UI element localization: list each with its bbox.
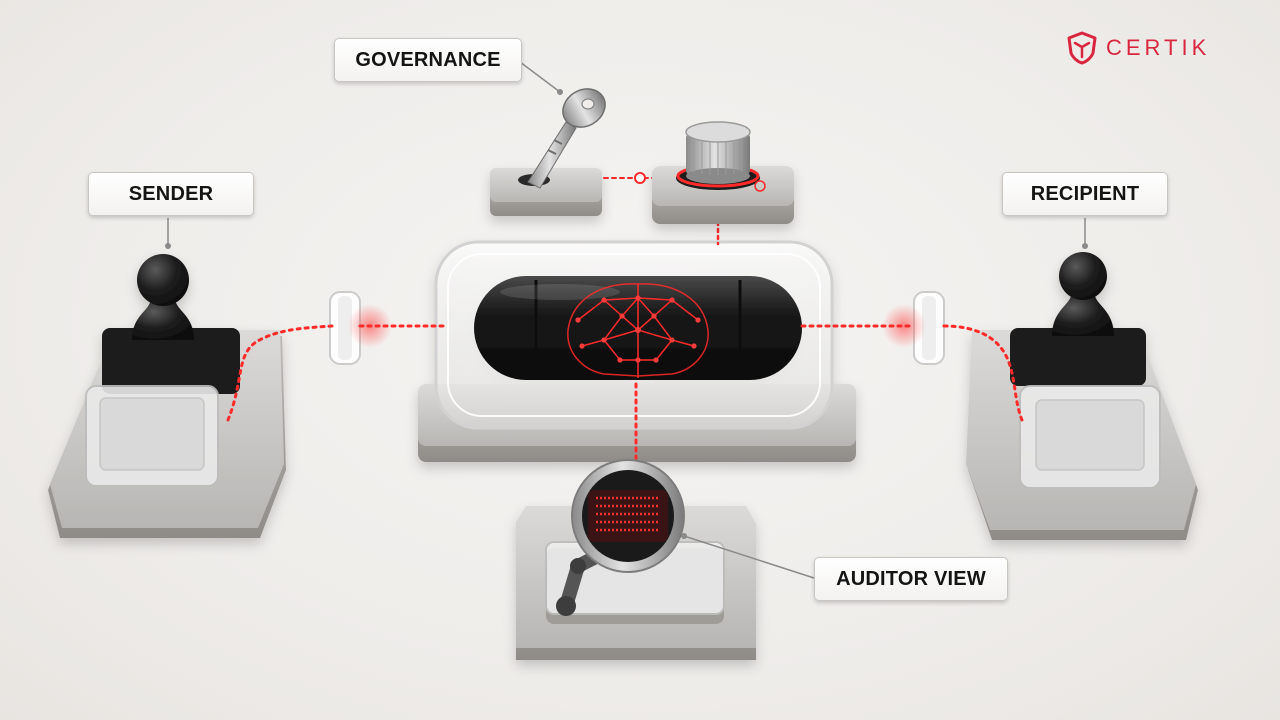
governance-label: GOVERNANCE [334, 38, 522, 82]
shield-icon [1067, 31, 1097, 65]
right-connector [882, 291, 945, 365]
governance-key-station [490, 168, 602, 216]
sender-station [48, 254, 286, 538]
brand-wordmark: CERTIK [1106, 35, 1211, 60]
sender-label: SENDER [88, 172, 254, 216]
recipient-station [966, 252, 1198, 540]
data-beams [226, 177, 1024, 472]
auditor-view-label: AUDITOR VIEW [814, 557, 1008, 601]
leader-lines [167, 61, 1086, 579]
circuit-nodes [575, 295, 701, 363]
recipient-label: RECIPIENT [1002, 172, 1168, 216]
brand-logo: CERTIK [1066, 30, 1210, 66]
central-vault [418, 240, 856, 462]
key-icon [527, 88, 606, 189]
auditor-station [516, 506, 756, 660]
dial-knob-icon [685, 121, 751, 184]
leader-dots [165, 89, 1088, 539]
left-connector [329, 291, 392, 365]
link-node [634, 172, 646, 184]
auditor-monitor-icon [571, 459, 685, 573]
